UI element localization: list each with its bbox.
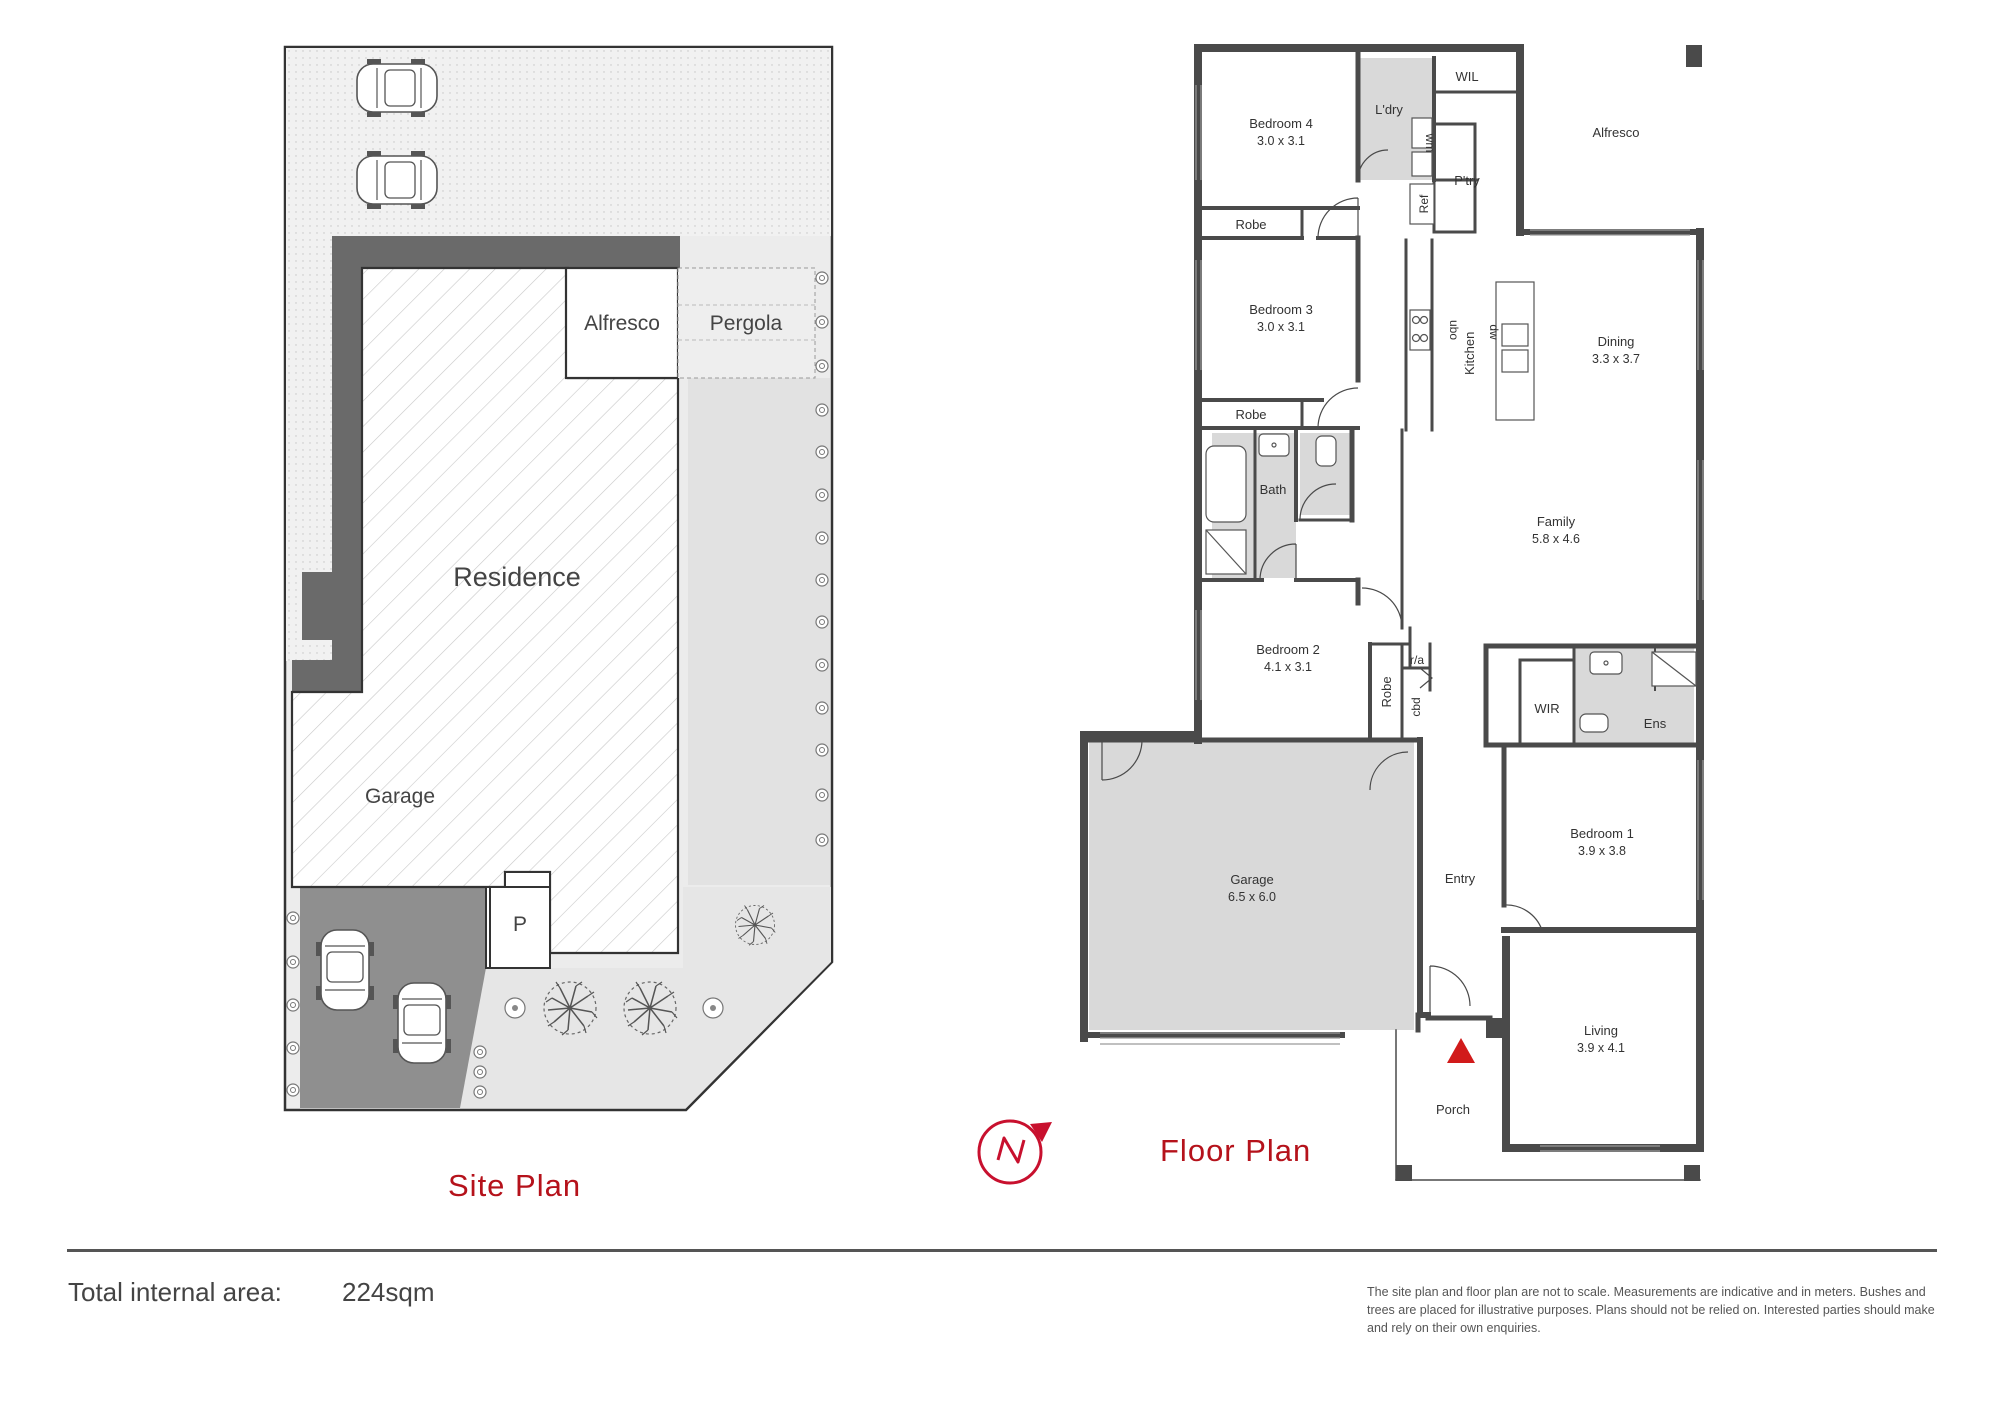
- car-icon: [392, 982, 452, 1064]
- car-icon: [356, 58, 438, 118]
- living-name: Living: [1584, 1023, 1618, 1038]
- bedroom3-dims: 3.0 x 3.1: [1257, 320, 1305, 334]
- site-plan-title: Site Plan: [448, 1168, 582, 1203]
- bedroom2-dims: 4.1 x 3.1: [1264, 660, 1312, 674]
- bedroom4-dims: 3.0 x 3.1: [1257, 134, 1305, 148]
- site-garage-label: Garage: [365, 785, 435, 808]
- car-icon: [356, 150, 438, 210]
- total-area-label: Total internal area:: [68, 1277, 282, 1307]
- site-parking-label: P: [513, 913, 527, 936]
- alfresco-name: Alfresco: [1593, 125, 1640, 140]
- entry-arrow-icon: [1447, 1038, 1475, 1063]
- bedroom3-name: Bedroom 3: [1249, 302, 1313, 317]
- garage-dims: 6.5 x 6.0: [1228, 890, 1276, 904]
- cbd-label: cbd: [1409, 697, 1423, 716]
- site-alfresco-label: Alfresco: [584, 312, 660, 335]
- garage-name: Garage: [1230, 872, 1273, 887]
- bedroom1-dims: 3.9 x 3.8: [1578, 844, 1626, 858]
- robe-bed2-name: Robe: [1379, 676, 1394, 707]
- bedroom2-name: Bedroom 2: [1256, 642, 1320, 657]
- dining-name: Dining: [1598, 334, 1635, 349]
- family-name: Family: [1537, 514, 1576, 529]
- floor-plan-title: Floor Plan: [1160, 1133, 1312, 1168]
- ra-label: r/a: [1410, 653, 1424, 667]
- north-compass-icon: [977, 1119, 1052, 1185]
- bush-icon: [504, 997, 526, 1019]
- ubo-label: ubo: [1447, 320, 1461, 340]
- pantry-name: P'try: [1454, 173, 1480, 188]
- site-plan: Residence Alfresco Pergola Garage P: [283, 45, 834, 1112]
- family-dims: 5.8 x 4.6: [1532, 532, 1580, 546]
- wm-label: wm: [1423, 133, 1437, 153]
- total-area-value: 224sqm: [342, 1277, 435, 1307]
- site-alfresco: [564, 266, 680, 380]
- bush-icon: [702, 997, 724, 1019]
- bath-name: Bath: [1260, 482, 1287, 497]
- dining-dims: 3.3 x 3.7: [1592, 352, 1640, 366]
- car-icon: [315, 929, 375, 1011]
- disclaimer-text: The site plan and floor plan are not to …: [1367, 1285, 1935, 1335]
- robe-bed3-name: Robe: [1235, 407, 1266, 422]
- living-dims: 3.9 x 4.1: [1577, 1041, 1625, 1055]
- entry-name: Entry: [1445, 871, 1476, 886]
- wir-name: WIR: [1534, 701, 1559, 716]
- dw-label: dw: [1487, 324, 1501, 340]
- site-pergola-label: Pergola: [710, 312, 783, 335]
- bedroom1-name: Bedroom 1: [1570, 826, 1634, 841]
- footer-divider: [67, 1249, 1937, 1252]
- floor-plan: Bedroom 4 3.0 x 3.1 Bedroom 3 3.0 x 3.1 …: [1080, 44, 1704, 1181]
- ref-label: Ref: [1417, 194, 1431, 213]
- site-residence-label: Residence: [453, 562, 581, 592]
- kitchen-name: Kitchen: [1462, 332, 1477, 375]
- bedroom4-name: Bedroom 4: [1249, 116, 1313, 131]
- site-pergola: [677, 267, 816, 379]
- garage-floor: [1089, 740, 1414, 1030]
- ensuite-name: Ens: [1644, 716, 1667, 731]
- laundry-name: L'dry: [1375, 102, 1403, 117]
- wil-name: WIL: [1455, 69, 1478, 84]
- robe-bed4-name: Robe: [1235, 217, 1266, 232]
- porch-name: Porch: [1436, 1102, 1470, 1117]
